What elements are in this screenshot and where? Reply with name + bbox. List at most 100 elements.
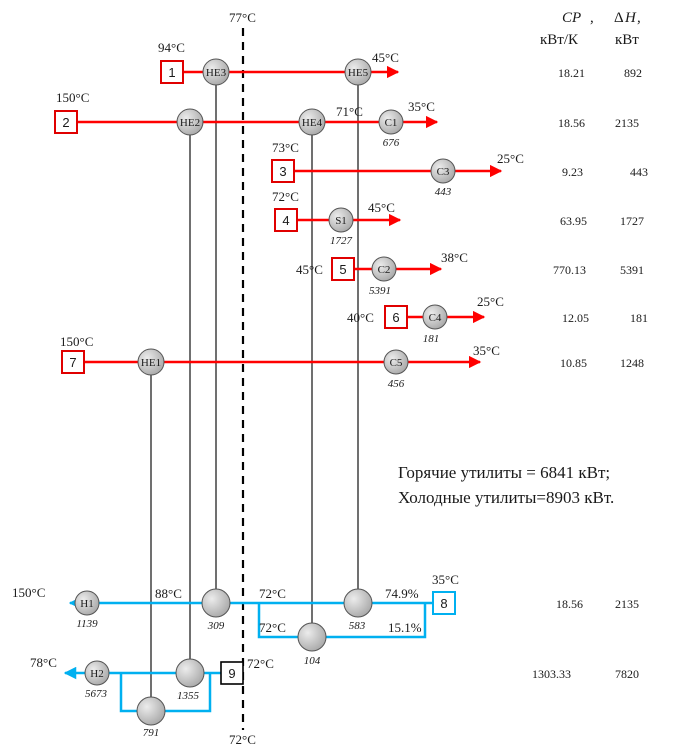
hot-stream-4-dh: 1727 <box>620 214 644 228</box>
cooler-c2[interactable]: C2 <box>371 256 397 282</box>
cooler-s1[interactable]: S1 <box>328 207 354 233</box>
cold-stream-8-cp: 18.56 <box>556 597 583 611</box>
hot-stream-7-cp: 10.85 <box>560 356 587 370</box>
cold-stream-8-id: 8 <box>440 596 447 611</box>
hot-stream-6-box[interactable] <box>384 305 408 329</box>
he1-cold-node[interactable] <box>136 696 166 726</box>
cold-stream-9-end-temp: 78°C <box>30 655 57 670</box>
hot-stream-1-start-temp: 94°C <box>158 40 185 55</box>
he3-node[interactable]: HE3 <box>202 58 230 86</box>
cooler-c1[interactable]: C1 <box>378 109 404 135</box>
hot-stream-2-dh: 2135 <box>615 116 639 130</box>
he5-duty: 583 <box>349 620 366 632</box>
he4-duty: 104 <box>304 655 321 667</box>
hot-stream-3-box[interactable] <box>271 159 295 183</box>
hot-stream-5-end-temp: 38°C <box>441 250 468 265</box>
cold-stream-8-dh: 2135 <box>615 597 639 611</box>
he3-cold-node[interactable] <box>201 588 231 618</box>
cooler-c5-duty: 456 <box>388 378 405 390</box>
hot-stream-3-end-temp: 25°C <box>497 151 524 166</box>
pinch-top-temp: 77°C <box>229 10 256 25</box>
hot-stream-7-box[interactable] <box>61 350 85 374</box>
heater-h1[interactable]: H1 <box>74 590 100 616</box>
hot-stream-3-start-temp: 73°C <box>272 140 299 155</box>
hot-stream-7-start-temp: 150°C <box>60 334 93 349</box>
cp-header-label: CP <box>562 10 581 26</box>
cooler-c3-duty: 443 <box>435 186 452 198</box>
hot-stream-5-cp: 770.13 <box>553 263 586 277</box>
cold-stream-8-split-b: 15.1% <box>388 620 422 635</box>
hot-stream-4-end-temp: 45°C <box>368 200 395 215</box>
hot-stream-1-cp: 18.21 <box>558 66 585 80</box>
heater-h2[interactable]: H2 <box>84 660 110 686</box>
he2-label: HE2 <box>180 117 200 129</box>
he5-node[interactable]: HE5 <box>344 58 372 86</box>
hot-stream-4-id: 4 <box>282 213 289 228</box>
cooler-c3[interactable]: C3 <box>430 158 456 184</box>
cp-header-comma: , <box>590 10 594 26</box>
cooler-s1-duty: 1727 <box>330 235 353 247</box>
he5-cold-node[interactable] <box>343 588 373 618</box>
cooler-s1-label: S1 <box>335 215 347 227</box>
cooler-c4[interactable]: C4 <box>422 304 448 330</box>
cold-stream-8-after-split-temp: 88°C <box>155 586 182 601</box>
hot-stream-2-cp: 18.56 <box>558 116 585 130</box>
cold-stream-8-box[interactable] <box>432 591 456 615</box>
hot-stream-3-dh: 443 <box>630 165 648 179</box>
dh-header-delta: Δ <box>614 10 624 26</box>
heater-h2-label: H2 <box>90 668 103 680</box>
hot-stream-7-dh: 1248 <box>620 356 644 370</box>
hot-stream-6-start-temp: 40°C <box>347 310 374 325</box>
dh-header-unit: кВт <box>615 32 639 48</box>
cold-stream-8-branch-b-temp: 72°C <box>259 620 286 635</box>
hot-utilities-summary: Горячие утилиты = 6841 кВт; <box>398 463 610 482</box>
he2-duty: 1355 <box>177 690 200 702</box>
hot-stream-4-start-temp: 72°C <box>272 189 299 204</box>
he2-cold-node[interactable] <box>175 658 205 688</box>
cold-stream-9-dh: 7820 <box>615 667 639 681</box>
he3-duty: 309 <box>207 620 225 632</box>
he4-label: HE4 <box>302 117 323 129</box>
hot-stream-5-start-temp: 45°C <box>296 262 323 277</box>
hot-stream-4-cp: 63.95 <box>560 214 587 228</box>
cooler-c1-duty: 676 <box>383 137 400 149</box>
hot-stream-2-mid-temp: 71°C <box>336 104 363 119</box>
hot-stream-1-id: 1 <box>168 65 175 80</box>
cold-stream-8-split-a: 74.9% <box>385 586 419 601</box>
cold-stream-8-branch-a-temp: 72°C <box>259 586 286 601</box>
cooler-c4-duty: 181 <box>423 333 440 345</box>
cooler-c1-label: C1 <box>385 117 398 129</box>
cooler-c3-label: C3 <box>437 166 450 178</box>
hot-stream-7-id: 7 <box>69 355 76 370</box>
he2-node[interactable]: HE2 <box>176 108 204 136</box>
he4-cold-node[interactable] <box>297 622 327 652</box>
hot-stream-1-end-temp: 45°C <box>372 50 399 65</box>
cold-stream-9-id: 9 <box>228 666 235 681</box>
he1-node[interactable]: HE1 <box>137 348 165 376</box>
cold-stream-9-cp: 1303.33 <box>532 667 571 681</box>
heater-h2-duty: 5673 <box>85 688 108 700</box>
cold-stream-8-split-branch <box>257 603 427 639</box>
hot-stream-2-id: 2 <box>62 115 69 130</box>
cold-stream-9-start-temp: 72°C <box>247 656 274 671</box>
cooler-c4-label: C4 <box>429 312 442 324</box>
hot-stream-4-box[interactable] <box>274 208 298 232</box>
hot-stream-1-box[interactable] <box>160 60 184 84</box>
he4-node[interactable]: HE4 <box>298 108 326 136</box>
hot-stream-2-end-temp: 35°C <box>408 99 435 114</box>
hot-stream-6-dh: 181 <box>630 311 648 325</box>
cp-header-unit: кВт/К <box>540 32 579 48</box>
cooler-c2-duty: 5391 <box>369 285 391 297</box>
dh-header-label: H <box>624 10 637 26</box>
cold-stream-8-end-temp: 150°C <box>12 585 45 600</box>
hot-stream-6-end-temp: 25°C <box>477 294 504 309</box>
cooler-c5-label: C5 <box>390 357 403 369</box>
cold-stream-9-box[interactable] <box>220 661 244 685</box>
hot-stream-2-box[interactable] <box>54 110 78 134</box>
heater-h1-label: H1 <box>80 598 93 610</box>
hot-stream-6-id: 6 <box>392 310 399 325</box>
cooler-c5[interactable]: C5 <box>383 349 409 375</box>
cold-utilities-summary: Холодные утилиты=8903 кВт. <box>398 488 614 507</box>
hot-stream-5-box[interactable] <box>331 257 355 281</box>
hot-stream-3-id: 3 <box>279 164 286 179</box>
